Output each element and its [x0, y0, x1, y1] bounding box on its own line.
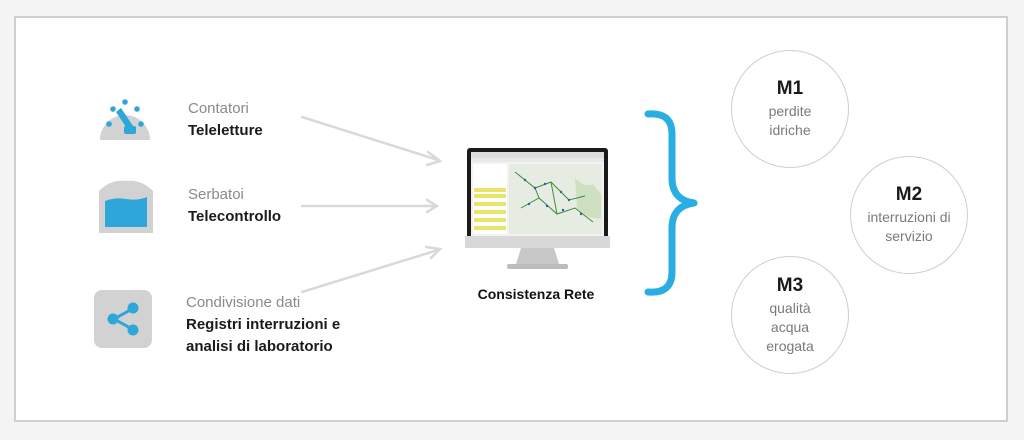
source-contatori-label: Contatori Teleletture — [188, 98, 263, 142]
metric-desc: interruzioni di servizio — [867, 209, 951, 244]
source-kind: Contatori — [188, 100, 249, 117]
source-serbatoi-label: Serbatoi Telecontrollo — [188, 184, 281, 228]
source-kind: Condivisione dati — [186, 294, 301, 311]
metric-desc: qualità acqua erogata — [766, 299, 814, 354]
source-name: Telecontrollo — [188, 208, 282, 225]
gauge-meter-icon — [96, 88, 154, 146]
metric-m2: M2 interruzioni di servizio — [850, 156, 968, 274]
source-name-line1: Registri interruzioni e — [186, 316, 341, 333]
source-kind: Serbatoi — [188, 186, 244, 203]
metric-m3: M3 qualità acqua erogata — [731, 256, 849, 374]
center-label: Consistenza Rete — [477, 286, 595, 302]
source-name-line2: analisi di laboratorio — [186, 338, 333, 355]
metric-code: M3 — [776, 274, 804, 296]
curly-brace — [640, 108, 700, 298]
metric-m1: M1 perdite idriche — [731, 50, 849, 168]
source-condivisione-label: Condivisione dati Registri interruzioni … — [186, 292, 340, 358]
metric-desc: perdite idriche — [768, 103, 812, 138]
metric-code: M1 — [776, 78, 804, 99]
share-icon — [94, 290, 152, 348]
water-tank-icon — [97, 177, 155, 235]
monitor-gis-screenshot — [465, 148, 610, 270]
source-name: Teleletture — [188, 122, 263, 139]
metric-code: M2 — [895, 184, 923, 205]
